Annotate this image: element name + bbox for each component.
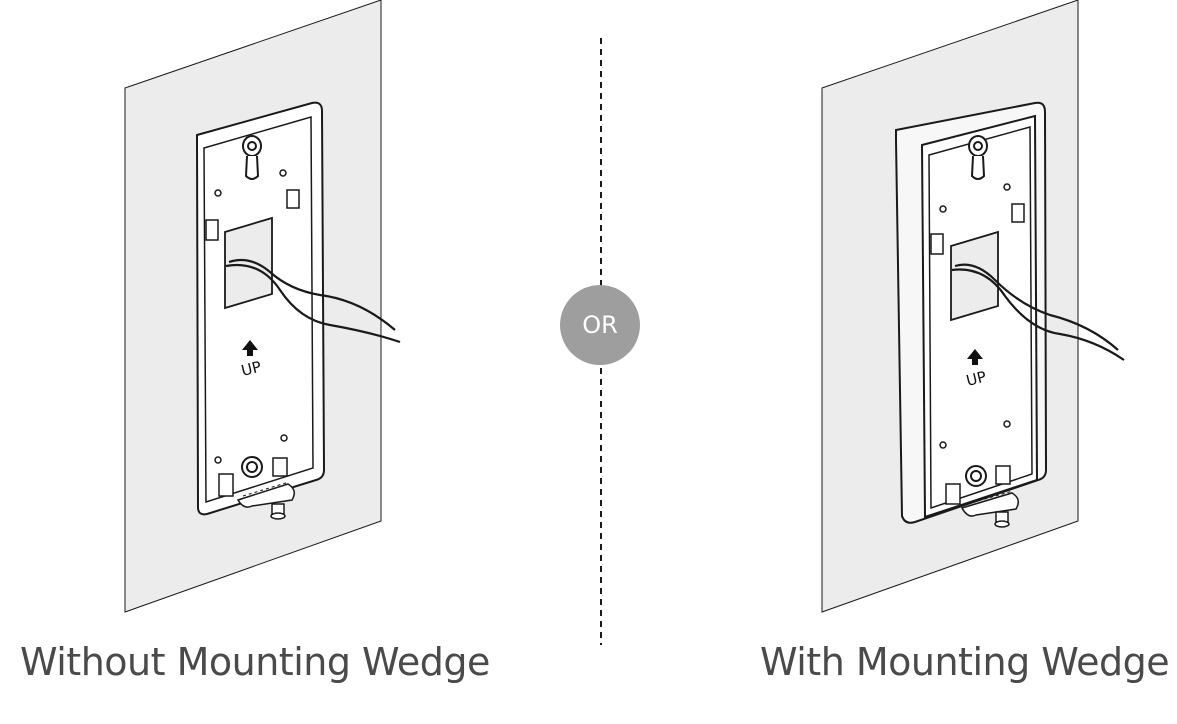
wire-right-1: [954, 263, 1119, 351]
caption-with-wedge: With Mounting Wedge: [760, 640, 1170, 684]
mounting-plate-left: [195, 101, 326, 520]
left-illustration: UP: [124, 0, 401, 613]
wire-left-1: [228, 258, 396, 331]
or-badge: OR: [560, 285, 640, 365]
up-label-left: UP: [239, 358, 263, 380]
up-arrow-icon-left: [242, 340, 258, 356]
mounting-plate-right: [920, 114, 1039, 528]
up-arrow-icon-right: [967, 349, 983, 365]
up-label-right: UP: [964, 368, 988, 390]
or-label: OR: [582, 311, 618, 339]
right-illustration: UP: [821, 0, 1125, 613]
wire-left-2: [225, 264, 401, 344]
caption-without-wedge: Without Mounting Wedge: [20, 640, 490, 684]
wire-right-2: [951, 268, 1125, 361]
